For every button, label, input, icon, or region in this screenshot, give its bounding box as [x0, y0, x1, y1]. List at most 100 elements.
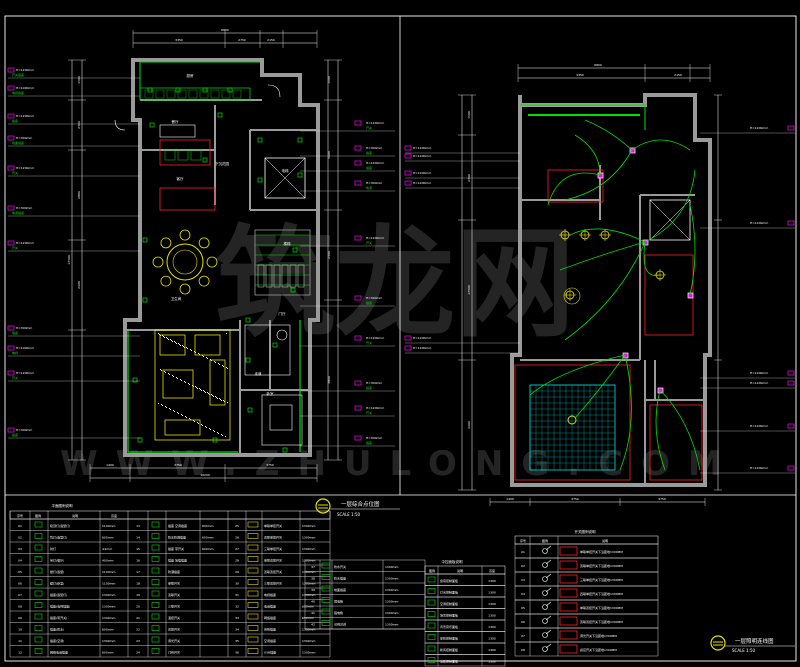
- legend-symbol: [247, 602, 259, 608]
- room-label: 餐厅: [172, 119, 179, 124]
- note-height: H=1200mm: [750, 371, 768, 375]
- note-text: 开关: [366, 240, 372, 245]
- rug-pattern-dot: [212, 395, 213, 396]
- kitchen-appliance: [159, 139, 211, 166]
- rug-pattern-dot: [170, 339, 171, 340]
- rug-pattern-dot: [187, 348, 188, 349]
- legend-height: 1300: [488, 660, 496, 664]
- legend-height: 1300mm: [302, 536, 316, 540]
- legend-height: 1300mm: [385, 611, 399, 615]
- dim-label: 2150: [267, 38, 275, 42]
- circuit-wire: [689, 204, 696, 296]
- circuit-wire: [659, 389, 701, 471]
- circuit-wire: [547, 172, 601, 206]
- legend-height: 1300mm: [302, 639, 316, 643]
- dim-label: 3800: [327, 376, 331, 384]
- rug-pattern-dot: [174, 411, 175, 412]
- legend-height: 1300mm: [102, 639, 116, 643]
- appliance-outlet: [177, 149, 189, 161]
- dim-label: 10200: [200, 473, 210, 477]
- note-height: H=1200mm: [750, 221, 768, 225]
- storage-shelf: [257, 264, 265, 288]
- note-height: H=1200mm: [366, 236, 384, 240]
- legend-desc: 插座(带开关): [50, 615, 67, 620]
- legend-num: 07: [18, 593, 22, 597]
- legend-symbol: [427, 576, 436, 583]
- note-text: 地面插座: [12, 140, 24, 145]
- legend-symbol: [151, 590, 160, 597]
- legend-symbol: [427, 634, 436, 640]
- dining-chair: [160, 237, 172, 249]
- rug-pattern-dot: [165, 372, 166, 373]
- legend-num: 30: [235, 582, 239, 586]
- socket-symbol: [217, 112, 223, 118]
- legend-desc: 新风控制面板: [440, 647, 458, 652]
- kitchen-ceiling: [547, 169, 604, 203]
- legend-num: 01: [521, 550, 525, 554]
- note-height: H=1200mm: [413, 181, 431, 185]
- armchair: [159, 334, 186, 356]
- legend-num: 16: [136, 559, 140, 563]
- legend-symbol: [321, 585, 331, 592]
- note-text: 电视: [12, 350, 18, 355]
- outer-frame: [4, 15, 797, 662]
- socket-symbol: [132, 377, 138, 383]
- dim-label: 2300: [327, 251, 331, 259]
- legend-num: 01: [18, 524, 22, 528]
- note-marker: [354, 145, 362, 151]
- dim-label: 1500: [77, 76, 81, 84]
- sofa-side: [209, 359, 226, 406]
- legend-num: 25: [235, 524, 239, 528]
- rug-pattern-dot: [175, 342, 176, 343]
- kitchen-cabinet: [144, 89, 154, 99]
- legend-height: 1300mm: [302, 547, 316, 551]
- note-height: H=1200mm: [16, 371, 34, 375]
- legend-desc: 插座(空调): [50, 638, 64, 643]
- rug-pattern-dot: [198, 423, 199, 424]
- note-marker: [404, 335, 412, 341]
- legend-desc: 筒灯(造型灯): [50, 535, 67, 540]
- rug-pattern-dot: [221, 434, 222, 435]
- legend-symbol: [247, 590, 259, 597]
- legend-symbol: [34, 567, 43, 574]
- note-height: H=300mm: [16, 206, 32, 210]
- note-marker: [7, 205, 15, 211]
- rug-pattern-dot: [158, 403, 159, 404]
- legend-height: 1300mm: [385, 623, 399, 627]
- rug-pattern-dot: [209, 428, 210, 429]
- legend-desc: 电话插座: [264, 604, 276, 609]
- dim-label: 17300: [467, 285, 471, 295]
- rug-pattern-dot: [158, 333, 159, 334]
- storage-shelf: [297, 264, 305, 288]
- kitchen-cabinet: [177, 89, 187, 99]
- legend-header: 图例: [429, 568, 435, 573]
- door-swing: [114, 119, 126, 131]
- rug-pattern-dot: [169, 408, 170, 409]
- legend-desc: 吊灯(餐厅): [50, 558, 64, 563]
- legend-header: 序号: [520, 538, 526, 543]
- legend-num: 41: [311, 611, 315, 615]
- bedroom-wardrobe: [261, 394, 303, 446]
- legend-header: 序号: [17, 513, 23, 518]
- rug-pattern-dot: [193, 386, 194, 387]
- legend-header: 图例: [35, 513, 41, 518]
- legend-symbol: [151, 648, 160, 654]
- note-marker: [7, 165, 15, 171]
- legend-header: 说明: [72, 513, 78, 518]
- legend-num: 42: [311, 623, 315, 627]
- note-height: H=1200mm: [413, 146, 431, 150]
- note-marker: [7, 427, 15, 433]
- legend-desc: 三联双控开关: [264, 581, 282, 586]
- legend-symbol: [34, 613, 43, 620]
- legend-desc: USB插座: [264, 650, 276, 655]
- legend-desc: 感应开关下沿距地1300MM: [580, 647, 617, 652]
- legend-symbol: [427, 599, 436, 606]
- legend-num: 05: [18, 570, 22, 574]
- note-height: H=300mm: [366, 296, 382, 300]
- circuit-wire: [584, 119, 633, 151]
- note-text: 插座: [366, 165, 372, 170]
- sofa: [164, 419, 201, 436]
- legend-desc: 电视插座: [264, 592, 276, 597]
- note-text: 插座: [366, 385, 372, 390]
